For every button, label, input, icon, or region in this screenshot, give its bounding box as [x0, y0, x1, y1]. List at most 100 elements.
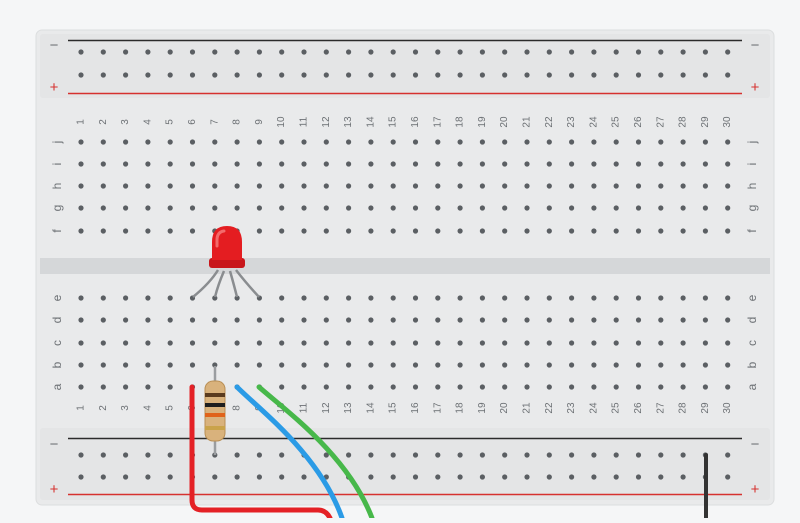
- bottom-rail-neg-22[interactable]: [546, 452, 552, 458]
- hole-e17[interactable]: [435, 295, 441, 301]
- hole-f5[interactable]: [167, 228, 173, 234]
- bottom-rail-pos-22[interactable]: [546, 474, 552, 480]
- hole-f23[interactable]: [569, 228, 575, 234]
- wires[interactable]: [189, 384, 708, 521]
- top-rail-pos-14[interactable]: [368, 72, 374, 78]
- hole-g6[interactable]: [189, 205, 196, 211]
- hole-b30[interactable]: [725, 362, 731, 368]
- hole-d9[interactable]: [256, 317, 262, 323]
- hole-g23[interactable]: [569, 205, 575, 211]
- resistor[interactable]: [204, 366, 226, 455]
- top-rail-pos-6[interactable]: [189, 72, 196, 78]
- top-rail-pos-28[interactable]: [680, 72, 686, 78]
- hole-i10[interactable]: [279, 161, 285, 167]
- bottom-rail-pos-20[interactable]: [502, 474, 508, 480]
- hole-b3[interactable]: [123, 362, 129, 368]
- hole-c1[interactable]: [78, 340, 84, 346]
- hole-d5[interactable]: [167, 317, 173, 323]
- hole-g20[interactable]: [502, 205, 508, 211]
- hole-d19[interactable]: [479, 317, 485, 323]
- hole-f29[interactable]: [702, 228, 709, 234]
- top-rail-pos-3[interactable]: [123, 72, 129, 78]
- hole-e10[interactable]: [279, 295, 285, 301]
- hole-e22[interactable]: [546, 295, 552, 301]
- hole-g25[interactable]: [613, 205, 619, 211]
- hole-j9[interactable]: [256, 139, 262, 145]
- hole-i8[interactable]: [234, 161, 240, 167]
- hole-b28[interactable]: [680, 362, 686, 368]
- hole-c26[interactable]: [635, 340, 642, 346]
- hole-g21[interactable]: [524, 205, 530, 211]
- top-rail-neg-28[interactable]: [680, 49, 686, 55]
- bottom-rail-pos-27[interactable]: [658, 474, 664, 480]
- bottom-rail-neg-20[interactable]: [502, 452, 508, 458]
- hole-c11[interactable]: [301, 340, 307, 346]
- hole-j4[interactable]: [145, 139, 151, 145]
- hole-h9[interactable]: [256, 183, 262, 189]
- hole-d7[interactable]: [212, 317, 218, 323]
- hole-h25[interactable]: [613, 183, 619, 189]
- bottom-rail-neg-5[interactable]: [167, 452, 173, 458]
- top-rail-pos-7[interactable]: [212, 72, 218, 78]
- hole-f4[interactable]: [145, 228, 151, 234]
- bottom-rail-neg-9[interactable]: [256, 452, 262, 458]
- top-rail-neg-20[interactable]: [502, 49, 508, 55]
- hole-f3[interactable]: [123, 228, 129, 234]
- bottom-rail-pos-10[interactable]: [279, 474, 285, 480]
- hole-h10[interactable]: [279, 183, 285, 189]
- hole-a13[interactable]: [346, 384, 352, 390]
- top-rail-neg-30[interactable]: [725, 49, 731, 55]
- bottom-rail-neg-16[interactable]: [412, 452, 419, 458]
- bottom-rail-pos-7[interactable]: [212, 474, 218, 480]
- hole-d16[interactable]: [412, 317, 419, 323]
- hole-j11[interactable]: [301, 139, 307, 145]
- hole-h26[interactable]: [635, 183, 642, 189]
- top-rail-neg-1[interactable]: [78, 49, 84, 55]
- hole-b26[interactable]: [635, 362, 642, 368]
- hole-h20[interactable]: [502, 183, 508, 189]
- hole-j18[interactable]: [457, 139, 463, 145]
- top-rail-neg-3[interactable]: [123, 49, 129, 55]
- top-rail-neg-13[interactable]: [346, 49, 352, 55]
- bottom-rail-neg-8[interactable]: [234, 452, 240, 458]
- bottom-rail-pos-25[interactable]: [613, 474, 619, 480]
- bottom-rail-neg-25[interactable]: [613, 452, 619, 458]
- hole-f19[interactable]: [479, 228, 485, 234]
- hole-b12[interactable]: [323, 362, 329, 368]
- hole-a24[interactable]: [591, 384, 597, 390]
- top-rail-pos-5[interactable]: [167, 72, 173, 78]
- bottom-rail-pos-17[interactable]: [435, 474, 441, 480]
- hole-h3[interactable]: [123, 183, 129, 189]
- hole-a23[interactable]: [569, 384, 575, 390]
- hole-b27[interactable]: [658, 362, 664, 368]
- bottom-rail-neg-4[interactable]: [145, 452, 151, 458]
- hole-c19[interactable]: [479, 340, 485, 346]
- hole-c12[interactable]: [323, 340, 329, 346]
- hole-a16[interactable]: [412, 384, 419, 390]
- bottom-rail-neg-12[interactable]: [323, 452, 329, 458]
- hole-d30[interactable]: [725, 317, 731, 323]
- hole-a18[interactable]: [457, 384, 463, 390]
- hole-f21[interactable]: [524, 228, 530, 234]
- hole-h5[interactable]: [167, 183, 173, 189]
- top-rail-neg-12[interactable]: [323, 49, 329, 55]
- top-rail-neg-16[interactable]: [412, 49, 419, 55]
- hole-j24[interactable]: [591, 139, 597, 145]
- hole-i16[interactable]: [412, 161, 419, 167]
- hole-f17[interactable]: [435, 228, 441, 234]
- top-rail-pos-12[interactable]: [323, 72, 329, 78]
- hole-g4[interactable]: [145, 205, 151, 211]
- top-rail-pos-9[interactable]: [256, 72, 262, 78]
- top-rail-neg-29[interactable]: [702, 49, 709, 55]
- hole-b15[interactable]: [390, 362, 396, 368]
- hole-c2[interactable]: [100, 340, 106, 346]
- bottom-rail-neg-26[interactable]: [635, 452, 642, 458]
- hole-e13[interactable]: [346, 295, 352, 301]
- top-rail-pos-10[interactable]: [279, 72, 285, 78]
- bottom-rail-neg-14[interactable]: [368, 452, 374, 458]
- top-rail-pos-22[interactable]: [546, 72, 552, 78]
- hole-g12[interactable]: [323, 205, 329, 211]
- bottom-rail-neg-30[interactable]: [725, 452, 731, 458]
- hole-h18[interactable]: [457, 183, 463, 189]
